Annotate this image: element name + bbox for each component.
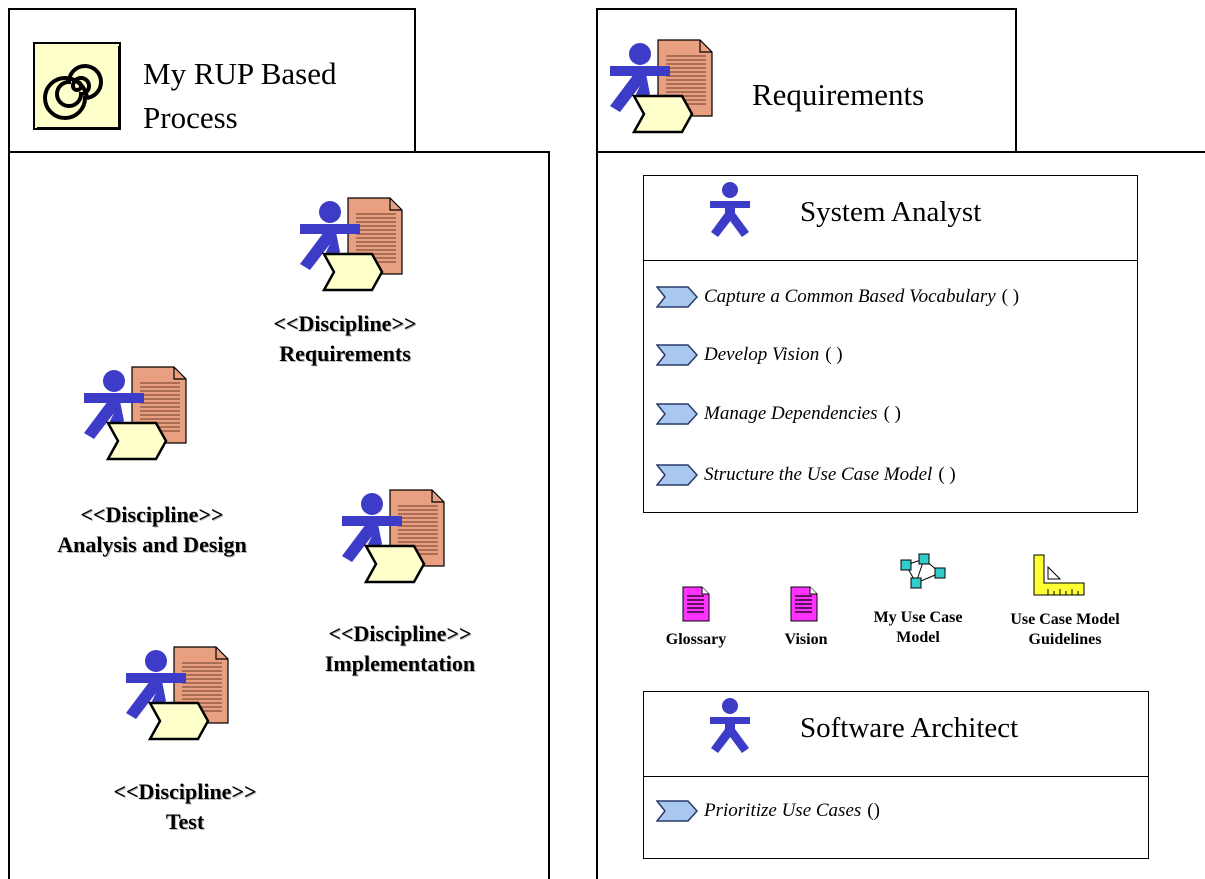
software-architect-box[interactable]: Software Architect Prioritize Use Cases … [643,691,1149,859]
operation-row[interactable]: Manage Dependencies ( ) [656,399,901,429]
operation-name: Develop Vision [704,344,820,365]
discipline-icon [80,365,192,465]
operation-name: Structure the Use Case Model [704,464,933,485]
operation-icon [656,286,698,308]
discipline-name: Analysis and Design [57,532,247,557]
discipline-stereotype: <<Discipline>> [80,502,224,527]
operation-parens: () [867,800,880,821]
discipline-icon [338,488,450,588]
operation-parens: ( ) [938,464,956,485]
model-icon [900,553,946,589]
operation-name: Capture a Common Based Vocabulary [704,286,996,307]
document-icon [790,586,818,622]
discipline-name: Test [165,809,205,834]
artifact-label: My Use Case [873,609,963,626]
artifact-label: Use Case Model [1010,611,1120,628]
operation-parens: ( ) [883,403,901,424]
operation-name: Manage Dependencies [704,403,878,424]
discipline-name: Requirements [279,341,411,366]
discipline-stereotype: <<Discipline>> [113,779,257,804]
role-icon [708,181,752,237]
discipline-stereotype: <<Discipline>> [328,621,472,646]
artifact-label: Vision [784,631,828,648]
discipline-icon [122,645,234,745]
process-icon [33,42,121,130]
operation-row[interactable]: Capture a Common Based Vocabulary ( ) [656,282,1019,312]
artifact-label: Glossary [665,631,727,648]
process-title: My RUP Based Process [143,56,337,135]
artifact-label: Guidelines [1028,631,1102,648]
role-title: Software Architect [800,712,1019,744]
role-title: System Analyst [800,196,982,228]
discipline-name: Implementation [324,651,476,676]
discipline-icon [606,38,718,138]
operation-row[interactable]: Prioritize Use Cases () [656,796,880,826]
discipline-icon [296,196,408,296]
artifact-label: Model [896,629,940,646]
discipline-stereotype: <<Discipline>> [273,311,417,336]
role-icon [708,697,752,753]
operation-name: Prioritize Use Cases [704,800,862,821]
operation-icon [656,464,698,486]
operation-icon [656,800,698,822]
operation-parens: ( ) [825,344,843,365]
operation-row[interactable]: Develop Vision ( ) [656,340,843,370]
operation-row[interactable]: Structure the Use Case Model ( ) [656,460,956,490]
document-icon [682,586,710,622]
system-analyst-box[interactable]: System Analyst Capture a Common Based Vo… [643,175,1138,513]
guideline-icon [1033,554,1085,596]
operation-icon [656,344,698,366]
requirements-title: Requirements [752,77,925,112]
operation-parens: ( ) [1001,286,1020,307]
operation-icon [656,403,698,425]
